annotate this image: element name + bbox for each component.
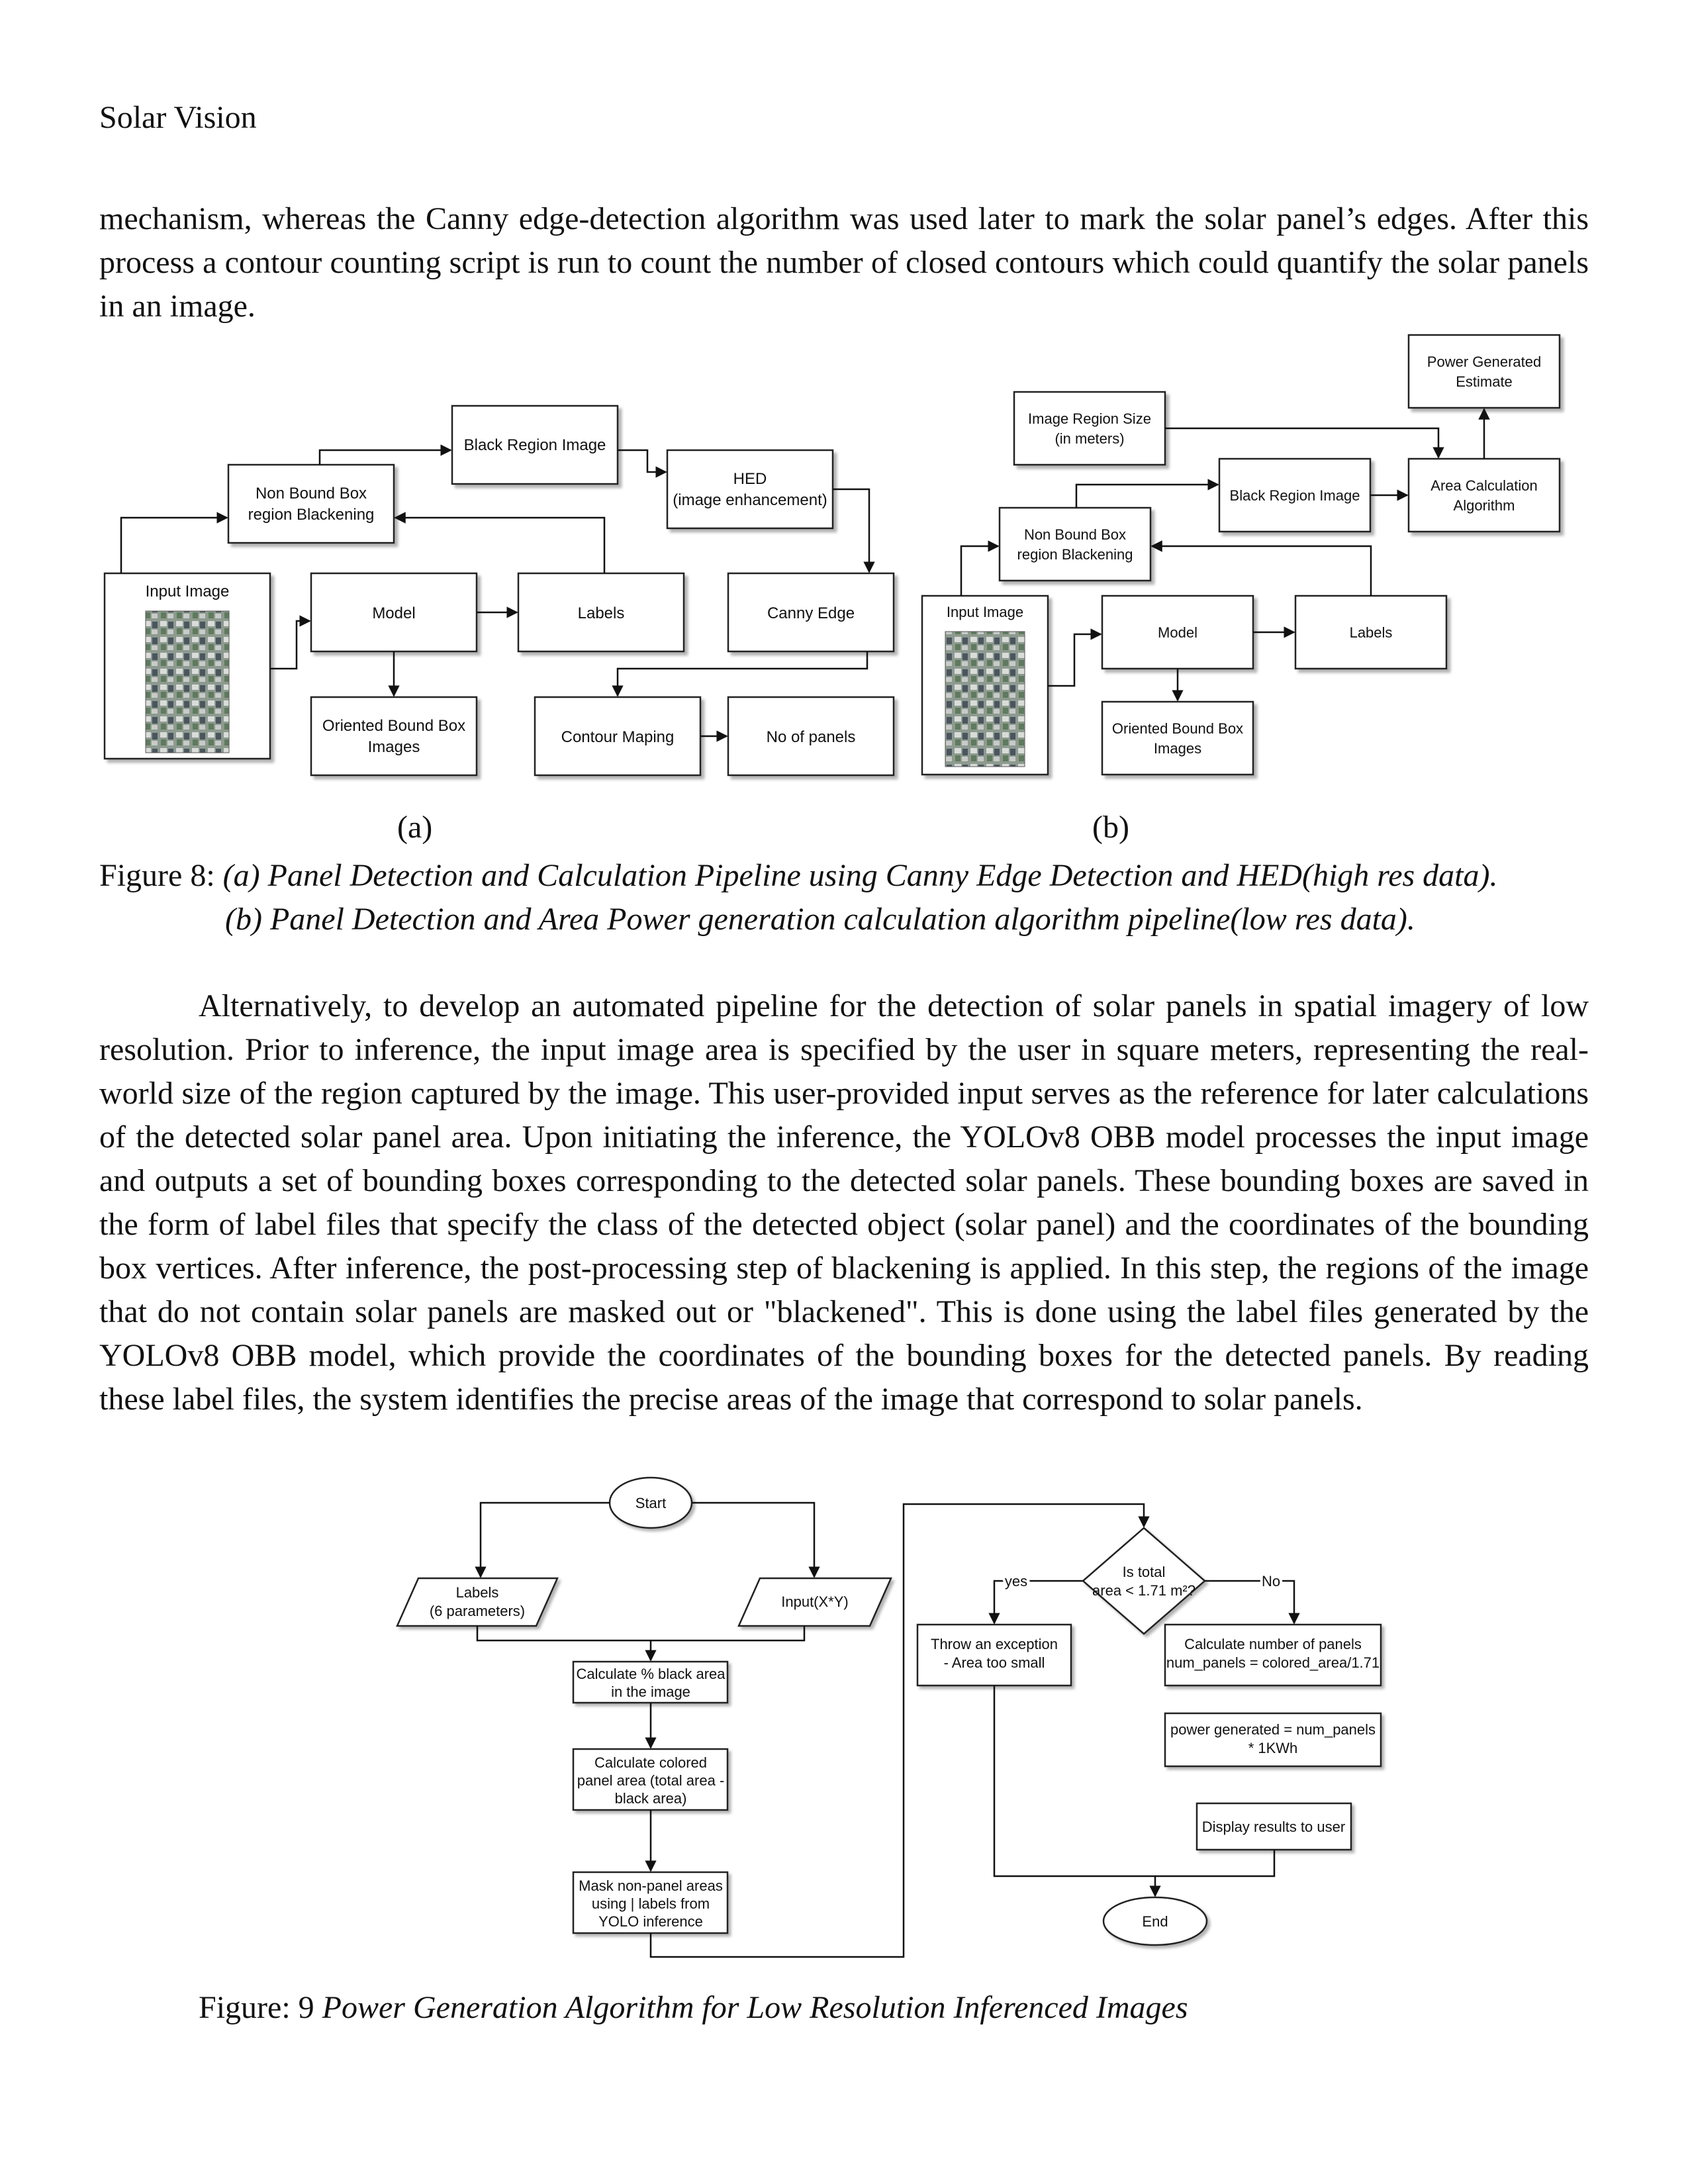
end-label: End bbox=[1142, 1913, 1168, 1930]
b-labels-box bbox=[1294, 594, 1448, 670]
calc-colored-label-2: panel area (total area - bbox=[577, 1772, 725, 1789]
power-generated-label-2: * 1KWh bbox=[1248, 1740, 1298, 1756]
end-terminal bbox=[1102, 1896, 1208, 1946]
a-non-bound-label-2: region Blackening bbox=[248, 506, 375, 524]
a-hed-label-2: (image enhancement) bbox=[673, 491, 827, 509]
figure-9-caption: Figure: 9 Power Generation Algorithm for… bbox=[199, 1989, 1188, 2026]
xy-input-shape bbox=[737, 1577, 892, 1627]
figure-8-diagram: Input Image Non Bound Box region Blacken… bbox=[103, 334, 1561, 777]
a-non-bound-box bbox=[227, 463, 395, 544]
body-paragraph-2: Alternatively, to develop an automated p… bbox=[99, 988, 1589, 1417]
b-region-size-box bbox=[1013, 391, 1166, 466]
throw-exception-box bbox=[916, 1623, 1072, 1687]
b-obb-label-2: Images bbox=[1154, 740, 1201, 757]
labels-input-shape bbox=[396, 1577, 559, 1627]
b-input-image-label: Input Image bbox=[947, 604, 1023, 620]
b-black-region-label: Black Region Image bbox=[1230, 487, 1360, 504]
mask-label-3: YOLO inference bbox=[598, 1913, 703, 1930]
throw-label-2: - Area too small bbox=[944, 1654, 1045, 1671]
a-model-label: Model bbox=[372, 604, 415, 622]
b-region-size-label-2: (in meters) bbox=[1055, 430, 1124, 447]
area-decision bbox=[1082, 1527, 1206, 1635]
b-non-bound-box bbox=[998, 506, 1152, 582]
decision-label-1: Is total bbox=[1123, 1564, 1166, 1580]
calc-colored-label-1: Calculate colored bbox=[594, 1754, 707, 1771]
labels-input-label-2: (6 parameters) bbox=[430, 1603, 525, 1619]
figure-8-caption: Figure 8: (a) Panel Detection and Calcul… bbox=[99, 854, 1622, 941]
figure-9-flowchart: Start Labels (6 parameters) Input(X*Y) C… bbox=[396, 1476, 1382, 1958]
xy-input-label: Input(X*Y) bbox=[781, 1593, 849, 1610]
a-hed-label-1: HED bbox=[733, 470, 767, 488]
figure-8-sub-b: (b) bbox=[1092, 810, 1129, 845]
a-panels-label: No of panels bbox=[767, 728, 856, 746]
b-obb-box bbox=[1101, 700, 1254, 776]
a-canny-label: Canny Edge bbox=[767, 604, 855, 622]
figure-9-caption-prefix: Figure: 9 bbox=[199, 1990, 322, 2025]
start-label: Start bbox=[635, 1495, 666, 1511]
b-obb-label-1: Oriented Bound Box bbox=[1112, 720, 1243, 737]
throw-label-1: Throw an exception bbox=[931, 1636, 1058, 1652]
a-aerial-image bbox=[145, 610, 230, 753]
no-branch-label: No bbox=[1262, 1573, 1280, 1590]
a-non-bound-label-1: Non Bound Box bbox=[256, 485, 367, 502]
b-non-bound-label-2: region Blackening bbox=[1017, 546, 1133, 563]
labels-input-label-1: Labels bbox=[456, 1584, 499, 1601]
b-power-label-1: Power Generated bbox=[1427, 354, 1541, 370]
figure-8-sub-a: (a) bbox=[397, 810, 433, 845]
b-power-label-2: Estimate bbox=[1456, 373, 1513, 390]
mask-label-1: Mask non-panel areas bbox=[579, 1877, 723, 1894]
b-area-calc-label-1: Area Calculation bbox=[1430, 477, 1537, 494]
a-labels-label: Labels bbox=[578, 604, 625, 622]
b-area-calc-box bbox=[1407, 457, 1561, 533]
num-panels-box bbox=[1164, 1623, 1382, 1687]
mask-label-2: using | labels from bbox=[592, 1895, 710, 1912]
a-obb-label-2: Images bbox=[368, 738, 420, 756]
b-region-size-label-1: Image Region Size bbox=[1028, 410, 1151, 427]
a-hed-box bbox=[666, 449, 834, 530]
figure-8-caption-prefix: Figure 8: bbox=[99, 858, 223, 893]
a-panels-box bbox=[727, 696, 895, 777]
display-results-box bbox=[1196, 1802, 1352, 1851]
a-input-image-label: Input Image bbox=[146, 583, 230, 600]
calc-colored-box bbox=[572, 1748, 729, 1811]
a-black-region-box bbox=[451, 404, 619, 485]
b-black-region-box bbox=[1218, 457, 1372, 533]
b-power-box bbox=[1407, 334, 1561, 409]
num-panels-label-2: num_panels = colored_area/1.71 bbox=[1166, 1654, 1380, 1671]
calc-colored-label-3: black area) bbox=[615, 1790, 687, 1807]
a-obb-box bbox=[310, 696, 478, 777]
b-area-calc-label-2: Algorithm bbox=[1454, 497, 1515, 514]
a-contour-label: Contour Maping bbox=[561, 728, 675, 746]
b-aerial-image bbox=[945, 631, 1025, 767]
display-results-label: Display results to user bbox=[1202, 1819, 1345, 1835]
b-model-label: Model bbox=[1158, 624, 1197, 641]
num-panels-label-1: Calculate number of panels bbox=[1184, 1636, 1362, 1652]
a-model-box bbox=[310, 572, 478, 653]
running-header: Solar Vision bbox=[99, 100, 257, 135]
calc-black-label-2: in the image bbox=[611, 1684, 690, 1700]
b-labels-label: Labels bbox=[1350, 624, 1393, 641]
figure-8-caption-line-1: (a) Panel Detection and Calculation Pipe… bbox=[222, 858, 1498, 893]
figure-8-caption-line-2: (b) Panel Detection and Area Power gener… bbox=[225, 902, 1415, 937]
a-canny-box bbox=[727, 572, 895, 653]
calc-black-label-1: Calculate % black area bbox=[576, 1666, 726, 1682]
b-non-bound-label-1: Non Bound Box bbox=[1024, 526, 1126, 543]
decision-label-2: area < 1.71 m²? bbox=[1092, 1582, 1196, 1599]
a-labels-box bbox=[517, 572, 685, 653]
power-generated-box bbox=[1164, 1712, 1382, 1768]
a-black-region-label: Black Region Image bbox=[464, 436, 606, 454]
a-contour-box bbox=[534, 696, 702, 777]
power-generated-label-1: power generated = num_panels bbox=[1170, 1721, 1376, 1738]
a-obb-label-1: Oriented Bound Box bbox=[322, 717, 465, 735]
figure-9-caption-text: Power Generation Algorithm for Low Resol… bbox=[322, 1990, 1188, 2025]
yes-branch-label: yes bbox=[1005, 1573, 1027, 1590]
mask-box bbox=[572, 1871, 729, 1934]
b-model-box bbox=[1101, 594, 1254, 670]
body-paragraph-1: mechanism, whereas the Canny edge-detect… bbox=[99, 201, 1589, 324]
